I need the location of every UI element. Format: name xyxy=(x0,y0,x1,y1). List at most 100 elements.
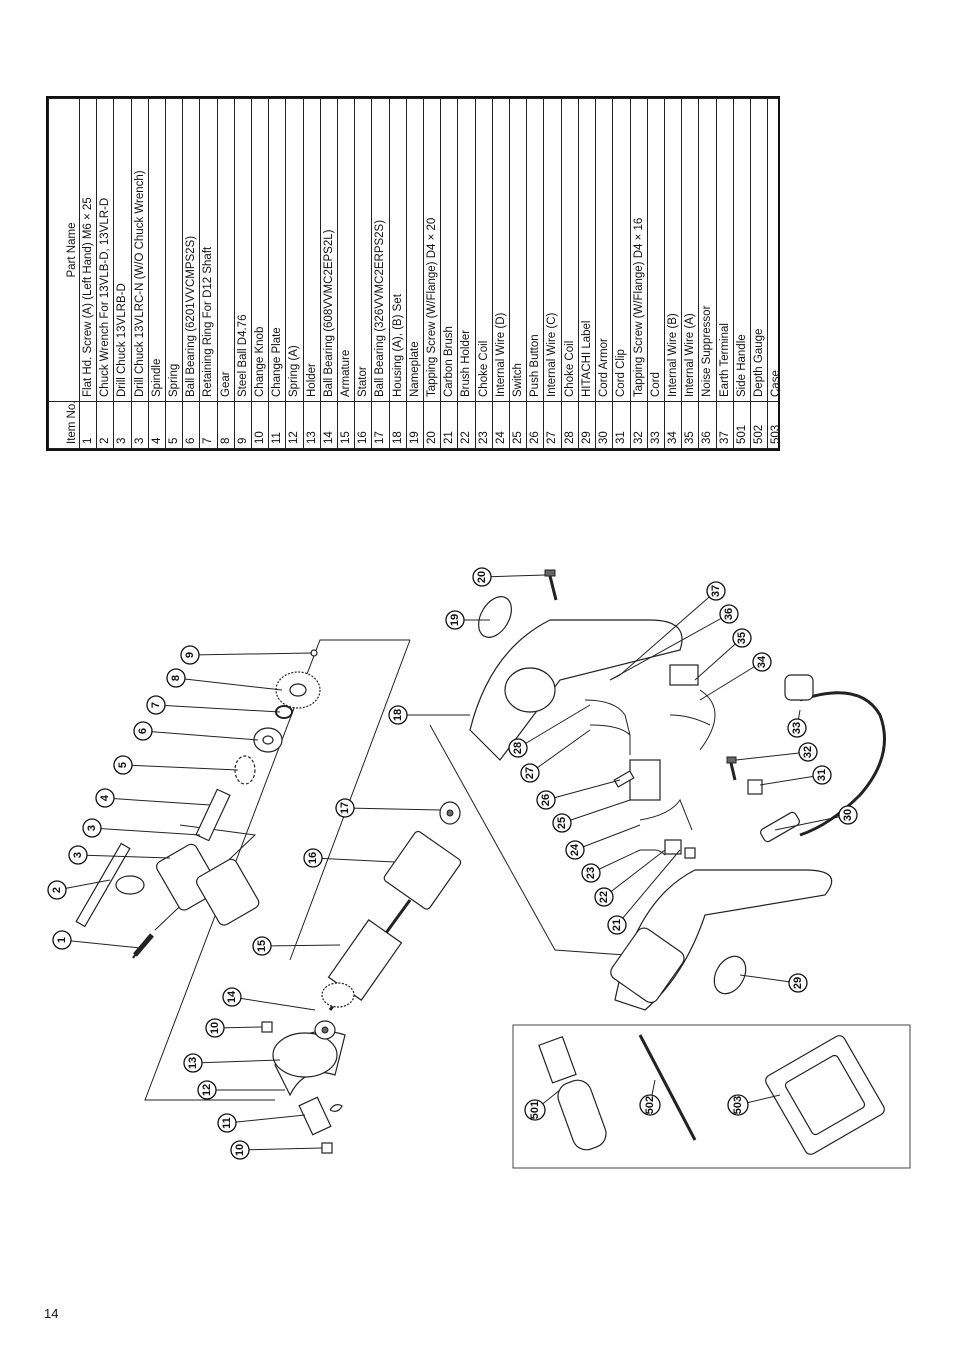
part-name-cell: Internal Wire (B) xyxy=(664,98,682,402)
callout-label: 20 xyxy=(476,571,488,583)
part-name-cell: Internal Wire (A) xyxy=(681,98,699,402)
callout-28: 28 xyxy=(508,738,528,758)
item-no-cell: 36 xyxy=(698,401,717,449)
callout-leader xyxy=(344,807,441,811)
item-no-cell: 18 xyxy=(389,401,407,449)
item-no-cell: 3 xyxy=(113,401,132,449)
brush-holder-part xyxy=(664,839,682,855)
switch-part xyxy=(629,759,661,801)
callout-label: 21 xyxy=(611,919,623,931)
callout-leader xyxy=(239,1147,323,1151)
callout-16: 16 xyxy=(303,848,323,868)
chuck-wrench-part xyxy=(75,842,145,928)
item-no-cell: 4 xyxy=(148,401,166,449)
callout-14: 14 xyxy=(222,987,242,1007)
callout-label: 3 xyxy=(86,825,98,831)
part-name-cell: Armature xyxy=(337,98,355,402)
part-name-cell: Choke Coil xyxy=(561,98,579,402)
callout-label: 4 xyxy=(99,794,111,801)
exploded-diagram: 1233456789101011121314151617181920212223… xyxy=(47,567,911,1169)
ball-bearing-608-part xyxy=(314,1020,336,1040)
part-name-cell: Spring (A) xyxy=(285,98,304,402)
callout-23: 23 xyxy=(581,863,601,883)
item-no-cell: 29 xyxy=(578,401,596,449)
housing-b-part xyxy=(610,869,833,1011)
callout-15: 15 xyxy=(252,936,272,956)
item-no-cell: 16 xyxy=(354,401,372,449)
part-name-cell: Switch xyxy=(509,98,527,402)
callout-5: 5 xyxy=(113,755,133,775)
callout-label: 32 xyxy=(802,746,814,758)
tapping-screw-32-part xyxy=(726,756,737,781)
callout-11: 11 xyxy=(217,1113,237,1133)
callout-label: 26 xyxy=(540,794,552,806)
callout-label: 35 xyxy=(736,632,748,644)
callout-leader xyxy=(175,677,283,691)
callout-leader xyxy=(616,849,681,926)
part-name-cell: Housing (A), (B) Set xyxy=(389,98,407,402)
callout-layer: 1233456789101011121314151617181920212223… xyxy=(47,567,858,1160)
push-button-part xyxy=(613,770,635,788)
change-plate-part xyxy=(298,1096,332,1136)
part-name-cell: Depth Gauge xyxy=(750,98,768,402)
callout-25: 25 xyxy=(552,813,572,833)
nameplate-part xyxy=(478,596,512,638)
callout-label: 10 xyxy=(234,1144,246,1156)
callout-label: 15 xyxy=(256,940,268,952)
callout-label: 11 xyxy=(221,1117,233,1129)
callout-leader xyxy=(574,824,641,851)
accessories-box xyxy=(512,1024,911,1169)
part-name-cell: Internal Wire (D) xyxy=(492,98,510,402)
callout-leader xyxy=(774,814,849,831)
hitachi-label-part xyxy=(713,955,747,995)
spring-a-part xyxy=(329,1104,343,1112)
callout-10: 10 xyxy=(205,1018,225,1038)
part-name-cell: Chuck Wrench For 13VLB-D, 13VLR-D xyxy=(96,98,114,402)
item-no-cell: 24 xyxy=(492,401,510,449)
part-name-cell: Gear xyxy=(217,98,235,402)
part-name-cell: Change Plate xyxy=(268,98,286,402)
part-name-cell: Choke Coil xyxy=(475,98,493,402)
callout-leader xyxy=(61,939,141,949)
part-name-cell: Drill Chuck 13VLRB-D xyxy=(113,98,132,402)
callout-leader xyxy=(517,704,591,749)
callout-label: 22 xyxy=(598,891,610,903)
housing-part xyxy=(469,619,683,761)
part-name-cell: Spring xyxy=(165,98,183,402)
ball-bearing-326-part xyxy=(439,801,461,825)
callout-label: 3 xyxy=(72,852,84,858)
callout-leader xyxy=(694,637,743,681)
item-no-cell: 35 xyxy=(681,401,699,449)
depth-gauge-part xyxy=(638,1034,697,1141)
callout-label: 503 xyxy=(732,1096,744,1114)
callout-label: 17 xyxy=(339,802,351,814)
callout-label: 12 xyxy=(201,1084,213,1096)
callout-501: 501 xyxy=(524,1099,546,1121)
noise-suppressor-part xyxy=(669,664,699,686)
callout-label: 33 xyxy=(791,722,803,734)
item-no-cell: 22 xyxy=(457,401,476,449)
part-name-cell: Ball Bearing (6201VVCMPS2S) xyxy=(182,98,200,402)
item-no-cell: 7 xyxy=(199,401,218,449)
callout-leader xyxy=(261,944,341,947)
item-no-cell: 9 xyxy=(234,401,252,449)
callout-33: 33 xyxy=(787,718,807,738)
part-name-cell: Ball Bearing (326VVMC2ERPS2S) xyxy=(371,98,390,402)
header-item-no: Item No. xyxy=(48,401,80,449)
callout-label: 31 xyxy=(816,769,828,781)
callout-leader xyxy=(561,799,631,824)
